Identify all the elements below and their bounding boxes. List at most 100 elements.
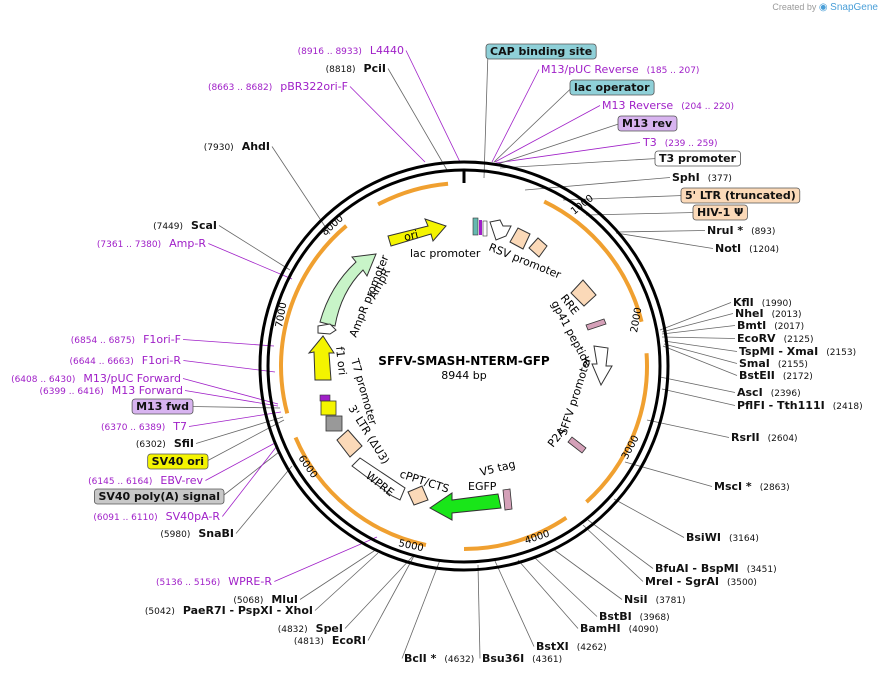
label-bsu36i[interactable]: Bsu36I(4361) xyxy=(482,652,562,665)
label-tspmi-xmai-text: TspMI - XmaI(2153) xyxy=(739,345,856,358)
ruler-2000: 2000 xyxy=(629,307,644,334)
label-5-ltr-truncated[interactable]: 5' LTR (truncated) xyxy=(680,187,801,204)
label-snabi[interactable]: (5980)SnaBI xyxy=(160,527,234,540)
name-text: M13/pUC Reverse xyxy=(541,63,639,76)
label-m13-reverse[interactable]: M13 Reverse(204 .. 220) xyxy=(602,99,734,112)
label-lac-operator[interactable]: lac operator xyxy=(569,79,655,96)
name-text: EcoRV xyxy=(737,332,776,345)
feature-label-ori: ori xyxy=(403,228,420,244)
leader-line xyxy=(208,243,293,280)
label-msci[interactable]: MscI *(2863) xyxy=(714,480,790,493)
p2a-shape[interactable] xyxy=(567,436,587,454)
egfp-arrow[interactable] xyxy=(429,492,502,521)
label-bcli[interactable]: BclI *(4632) xyxy=(404,652,474,665)
label-m13-puc-forward[interactable]: (6408 .. 6430)M13/pUC Forward xyxy=(11,372,181,385)
label-tspmi-xmai[interactable]: TspMI - XmaI(2153) xyxy=(739,345,856,358)
sv40-ori-shape[interactable] xyxy=(320,400,337,416)
cppt-shape[interactable] xyxy=(407,485,429,506)
leader-line xyxy=(585,212,696,216)
lac-operator-shape[interactable] xyxy=(472,217,479,236)
leader-line xyxy=(182,339,275,347)
label-nrui[interactable]: NruI *(893) xyxy=(707,224,775,237)
hiv-psi-shape[interactable] xyxy=(528,237,548,258)
label-m13-reverse-text: M13 Reverse(204 .. 220) xyxy=(602,99,734,112)
name-text: T3 xyxy=(642,136,657,149)
label-wpre-r[interactable]: (5136 .. 5156)WPRE-R xyxy=(156,575,272,588)
t7-promoter-shape[interactable] xyxy=(319,394,331,402)
label-m13-puc-reverse[interactable]: M13/pUC Reverse(185 .. 207) xyxy=(541,63,699,76)
label-ecori[interactable]: (4813)EcoRI xyxy=(294,634,366,647)
leader-line xyxy=(235,465,293,534)
label-bsteii[interactable]: BstEII(2172) xyxy=(739,369,813,382)
label-smai[interactable]: SmaI(2155) xyxy=(739,357,808,370)
sv40-polya-shape[interactable] xyxy=(325,415,343,432)
position-text: (4832) xyxy=(278,625,308,635)
position-text: (2863) xyxy=(760,483,790,493)
ampr-arrow[interactable] xyxy=(319,253,377,327)
rre-shape[interactable] xyxy=(570,279,597,307)
label-rsrii[interactable]: RsrII(2604) xyxy=(731,431,798,444)
name-text: T3 promoter xyxy=(659,152,737,165)
ruler-6000: 6000 xyxy=(296,453,320,480)
label-f1ori-r[interactable]: (6644 .. 6663)F1ori-R xyxy=(69,354,181,367)
label-bfuai-bspmi[interactable]: BfuAI - BspMI(3451) xyxy=(655,562,777,575)
label-noti[interactable]: NotI(1204) xyxy=(715,242,779,255)
wpre-arrow[interactable] xyxy=(351,457,406,501)
gp41-shape[interactable] xyxy=(585,318,607,331)
m13-rev-shape[interactable] xyxy=(479,220,482,235)
label-bstxi[interactable]: BstXI(4262) xyxy=(536,640,607,653)
label-ebv-rev[interactable]: (6145 .. 6164)EBV-rev xyxy=(88,474,203,487)
name-text: SV40pA-R xyxy=(166,510,221,523)
label-scai[interactable]: (7449)ScaI xyxy=(153,219,217,232)
label-paer7i-pspxi-xhoi[interactable]: (5042)PaeR7I - PspXI - XhoI xyxy=(145,604,313,617)
label-nhei[interactable]: NheI(2013) xyxy=(735,307,802,320)
ltr5-shape[interactable] xyxy=(509,227,531,250)
v5-tag-shape[interactable] xyxy=(502,488,513,511)
label-bmti[interactable]: BmtI(2017) xyxy=(737,319,804,332)
label-sfii[interactable]: (6302)SfiI xyxy=(136,437,194,450)
label-amp-r[interactable]: (7361 .. 7380)Amp-R xyxy=(97,237,206,250)
label-sv40-poly-a-signal[interactable]: SV40 poly(A) signal xyxy=(94,488,225,505)
label-ahdi-text: (7930)AhdI xyxy=(204,140,270,153)
label-t3[interactable]: T3(239 .. 259) xyxy=(642,136,718,149)
label-ahdi[interactable]: (7930)AhdI xyxy=(204,140,270,153)
label-hiv-1[interactable]: HIV-1 Ψ xyxy=(692,204,748,221)
rsv-promoter-arrow[interactable] xyxy=(489,219,512,241)
label-sv40-ori[interactable]: SV40 ori xyxy=(147,453,209,470)
label-nsii[interactable]: NsiI(3781) xyxy=(624,593,686,606)
label-pbr322ori-f[interactable]: (8663 .. 8682)pBR322ori-F xyxy=(208,80,348,93)
name-text: MreI - SgrAI xyxy=(645,575,719,588)
label-pcii[interactable]: (8818)PciI xyxy=(326,62,386,75)
label-ecorv[interactable]: EcoRV(2125) xyxy=(737,332,814,345)
ori-arrow[interactable] xyxy=(387,218,447,247)
position-text: (8663 .. 8682) xyxy=(208,83,272,93)
label-m13-forward[interactable]: (6399 .. 6416)M13 Forward xyxy=(39,384,183,397)
label-cap-binding-site[interactable]: CAP binding site xyxy=(485,43,597,60)
ltr3-shape[interactable] xyxy=(336,429,363,458)
f1-ori-arrow[interactable] xyxy=(307,335,335,381)
t3-promoter-shape[interactable] xyxy=(482,220,488,237)
label-kfli[interactable]: KflI(1990) xyxy=(733,296,792,309)
label-m13-rev[interactable]: M13 rev xyxy=(617,115,678,132)
position-text: (1990) xyxy=(762,299,792,309)
label-bsiwi[interactable]: BsiWI(3164) xyxy=(686,531,759,544)
label-bstbi[interactable]: BstBI(3968) xyxy=(599,610,670,623)
label-l4440[interactable]: (8916 .. 8933)L4440 xyxy=(298,44,404,57)
label-mlui[interactable]: (5068)MluI xyxy=(233,593,298,606)
label-sphi[interactable]: SphI(377) xyxy=(672,171,732,184)
label-f1ori-f[interactable]: (6854 .. 6875)F1ori-F xyxy=(71,333,181,346)
label-box xyxy=(94,488,225,505)
label-pflfi-tth111i[interactable]: PflFI - Tth111I(2418) xyxy=(737,399,863,412)
name-text: MluI xyxy=(271,593,298,606)
label-spei[interactable]: (4832)SpeI xyxy=(278,622,343,635)
label-asci[interactable]: AscI(2396) xyxy=(737,386,801,399)
label-bamhi[interactable]: BamHI(4090) xyxy=(580,622,659,635)
sffv-promoter-arrow[interactable] xyxy=(591,345,613,387)
label-t3-promoter[interactable]: T3 promoter xyxy=(654,150,741,167)
label-sv40pa-r[interactable]: (6091 .. 6110)SV40pA-R xyxy=(93,510,220,523)
label-t7[interactable]: (6370 .. 6389)T7 xyxy=(101,420,187,433)
ampr-promoter-arrow[interactable] xyxy=(317,323,337,335)
label-mrei-sgrai[interactable]: MreI - SgrAI(3500) xyxy=(645,575,757,588)
position-text: (6302) xyxy=(136,440,166,450)
label-m13-fwd[interactable]: M13 fwd xyxy=(131,398,194,415)
